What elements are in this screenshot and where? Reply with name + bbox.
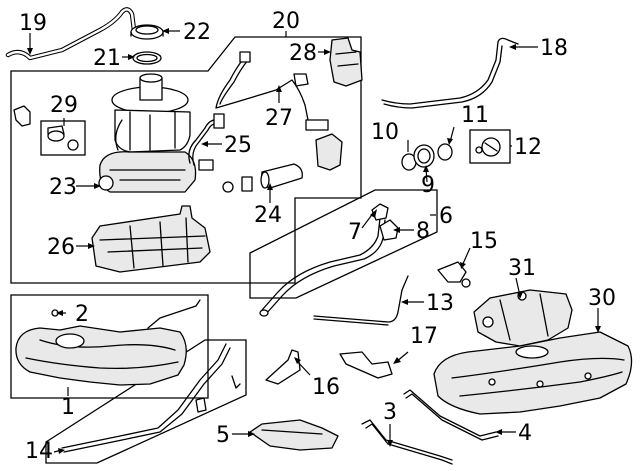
part-28-connector	[293, 37, 363, 87]
callout-14: 14	[25, 439, 53, 464]
part-24-fuel-pump	[222, 133, 343, 193]
callout-10: 10	[371, 120, 399, 145]
leader-arrowheads	[27, 28, 601, 454]
part-3-tank-strap	[361, 419, 453, 465]
part-29-box	[40, 120, 86, 156]
part-11-gasket	[437, 143, 453, 161]
part-29-bracket	[13, 105, 31, 127]
callout-labels: 19 22 21 20 28 29 27 25 23 24 26 18 10 1…	[19, 9, 616, 464]
callout-7: 7	[348, 220, 362, 245]
callout-6: 6	[439, 204, 453, 229]
part-31-heat-shield	[473, 289, 573, 347]
callout-23: 23	[49, 175, 77, 200]
callout-29: 29	[50, 93, 78, 118]
part-5-protector	[249, 419, 339, 451]
part-7-clip	[371, 203, 389, 221]
callout-24: 24	[254, 203, 282, 228]
part-19-vent-tube	[5, 7, 137, 61]
part-1-fuel-tank	[15, 299, 201, 386]
part-8-bracket	[379, 219, 399, 241]
callout-4: 4	[518, 421, 532, 446]
fuel-tank-group-box	[10, 294, 209, 399]
part-16-bracket	[265, 349, 301, 385]
callout-16: 16	[312, 375, 340, 400]
fuel-pump-assembly-group-box	[10, 36, 362, 284]
callout-25: 25	[224, 133, 252, 158]
filler-pipe-group-box	[249, 189, 438, 299]
part-14-breather-hose	[61, 343, 241, 453]
callout-27: 27	[265, 106, 293, 131]
callout-17: 17	[410, 324, 438, 349]
part-4-tank-strap	[403, 389, 499, 441]
part-21-gasket	[132, 51, 162, 65]
callout-5: 5	[216, 423, 230, 448]
callout-19: 19	[19, 11, 47, 36]
callout-13: 13	[426, 291, 454, 316]
callout-15: 15	[470, 229, 498, 254]
callout-21: 21	[93, 46, 121, 71]
callout-1: 1	[61, 395, 75, 420]
callout-8: 8	[416, 219, 430, 244]
part-25-wire-harness	[188, 113, 225, 171]
callout-2: 2	[75, 302, 89, 327]
callout-11: 11	[461, 103, 489, 128]
part-12-cap	[475, 137, 501, 157]
part-18-fuel-tube	[381, 37, 519, 109]
part-23-fuel-pump-module	[98, 73, 197, 193]
callout-18: 18	[540, 36, 568, 61]
callout-22: 22	[183, 20, 211, 45]
callout-9: 9	[421, 173, 435, 198]
callout-20: 20	[272, 9, 300, 34]
callout-3: 3	[383, 400, 397, 425]
part-13-breather-tube	[313, 275, 409, 326]
callout-12: 12	[514, 135, 542, 160]
callout-30: 30	[588, 286, 616, 311]
part-9-seal	[413, 144, 435, 168]
callout-26: 26	[47, 235, 75, 260]
callout-28: 28	[289, 41, 317, 66]
part-30-fuel-tank	[433, 331, 633, 415]
part-29-seal-set	[47, 125, 79, 151]
part-15-bracket	[437, 261, 471, 288]
breather-tube-group-box	[45, 339, 247, 464]
part-6-filler-pipe	[259, 217, 386, 317]
callout-31: 31	[508, 256, 536, 281]
part-17-bracket	[339, 351, 393, 379]
part-26-fuel-tank-tray	[91, 205, 211, 273]
part-22-retainer-ring	[130, 24, 164, 40]
part-27-fuel-line	[215, 51, 329, 131]
